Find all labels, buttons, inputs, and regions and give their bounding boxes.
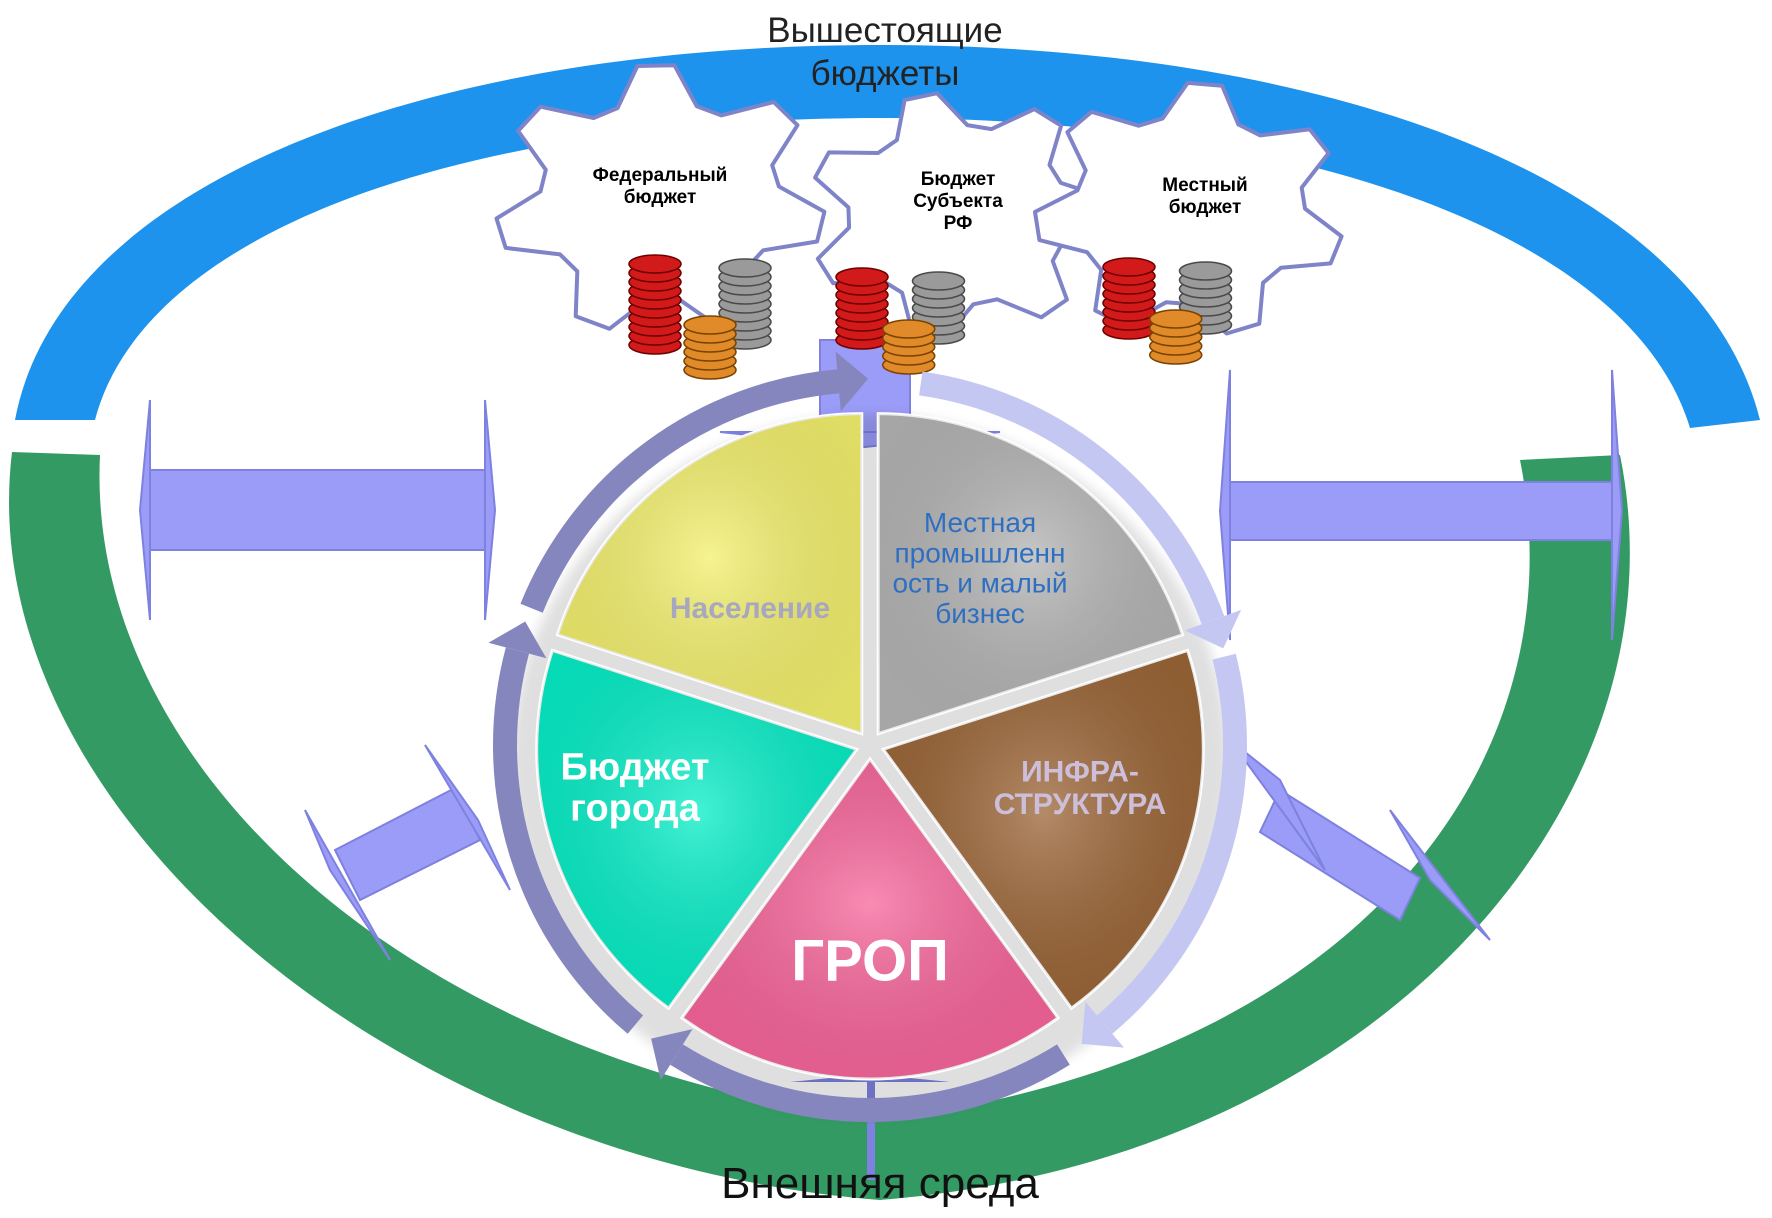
cycle-arrow-3 <box>1081 653 1247 1048</box>
lower-left-arrow <box>304 744 511 961</box>
pie-label-infrastructure: СТРУКТУРА <box>994 788 1167 821</box>
pie-label-population: Население <box>670 592 830 625</box>
external-environment-arc <box>9 452 1630 1200</box>
cycle-arrow-1 <box>520 351 869 613</box>
gear-label-line: бюджет <box>624 187 697 208</box>
pie-label-industry: Местная <box>924 507 1036 538</box>
pie-label-grop: ГРОП <box>791 928 949 993</box>
external-environment-label: Внешняя среда <box>721 1159 1039 1208</box>
right-arrow <box>1218 369 1624 641</box>
gear-label-line: Местный <box>1162 175 1247 196</box>
coin-stacks-icon <box>835 267 966 375</box>
lower-right-arrow <box>1229 739 1491 941</box>
upper-budgets-label-line1: Вышестоящие <box>767 11 1002 50</box>
pie-segment-population: Население <box>555 412 864 736</box>
cycle-arrow-2 <box>919 371 1242 649</box>
upper-budgets-label-line2: бюджеты <box>811 54 960 93</box>
gear-label-line: РФ <box>944 213 973 234</box>
gear-label-line: Субъекта <box>913 191 1003 212</box>
cycle-arrow-4 <box>651 1029 1070 1122</box>
coin-stacks-icon <box>628 254 772 380</box>
budget-gears: ФедеральныйбюджетБюджетСубъектаРФМестный… <box>494 63 1344 380</box>
cycle-arrow-5 <box>488 621 644 1034</box>
upper-budgets-arc <box>15 45 1760 428</box>
pie-label-infrastructure: ИНФРА- <box>1021 756 1139 789</box>
left-arrow <box>138 399 497 621</box>
gear-label-line: бюджет <box>1169 197 1242 218</box>
pie-label-city-budget: Бюджет <box>560 747 709 789</box>
pie-segment-infrastructure: ИНФРА-СТРУКТУРА <box>880 648 1205 1011</box>
coin-stacks-icon <box>1102 257 1233 365</box>
gear-label-line: Федеральный <box>593 165 728 186</box>
pie-label-industry: промышленн <box>895 537 1066 568</box>
gear-label-line: Бюджет <box>921 169 996 190</box>
pie-label-industry: ость и малый <box>892 568 1067 599</box>
pie-label-city-budget: города <box>570 788 701 830</box>
pie-segment-grop: ГРОП <box>679 756 1061 1081</box>
pie-label-industry: бизнес <box>935 598 1025 629</box>
